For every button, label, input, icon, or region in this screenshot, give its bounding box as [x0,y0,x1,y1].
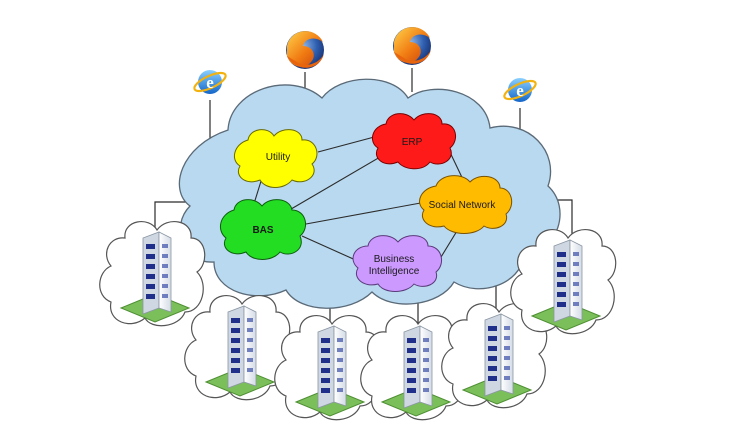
bas-cloud: BAS [219,199,307,260]
ie-icon: e [503,78,537,102]
firefox-icon [286,31,324,69]
business-intelligence-label-2: Intelligence [369,266,420,277]
bas-label: BAS [252,225,273,236]
svg-text:e: e [516,81,524,100]
business-intelligence-label-1: Business [374,254,415,265]
building-icon [184,294,291,401]
application-links [251,135,469,263]
erp-label: ERP [402,137,423,148]
firefox-icon [393,27,431,65]
building-icon [99,220,206,327]
business-intelligence-cloud: Business Intelligence [352,235,443,292]
utility-cloud: Utility [233,129,318,188]
utility-label: Utility [266,152,290,163]
svg-text:e: e [206,73,214,92]
social-network-label: Social Network [429,200,497,211]
social-network-cloud: Social Network [419,175,513,234]
ie-icon: e [193,70,227,94]
erp-cloud: ERP [371,113,457,170]
